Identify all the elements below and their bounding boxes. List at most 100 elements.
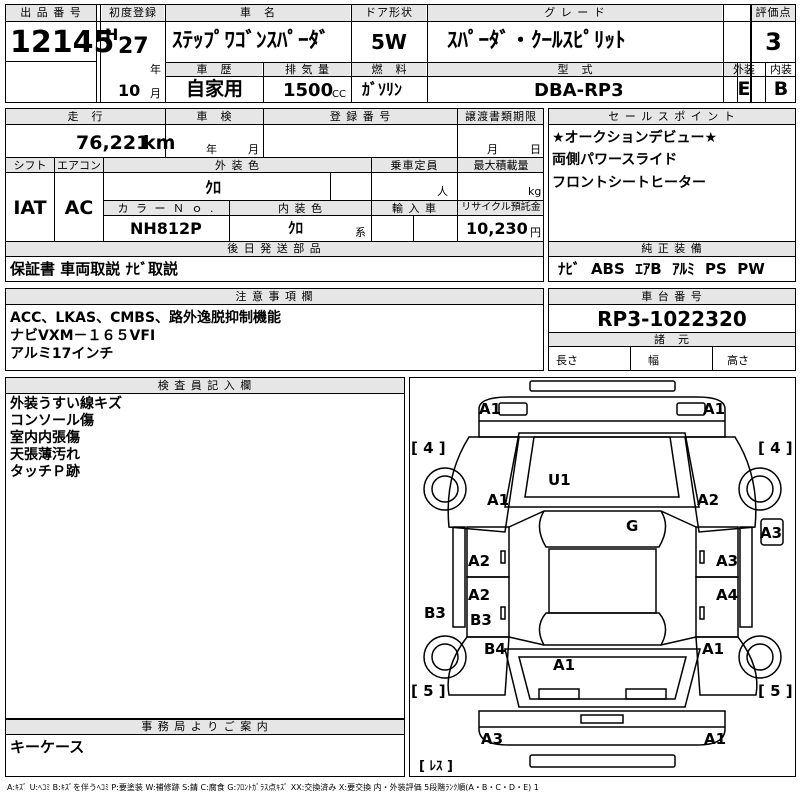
- fuel-label: 燃 料: [371, 63, 408, 76]
- car-name: ｽﾃｯﾌﾟﾜｺﾞﾝｽﾊﾟｰﾀﾞ: [172, 28, 330, 52]
- recycle-fee: 10,230: [466, 219, 528, 238]
- office-text: キーケース: [10, 738, 85, 756]
- mark-right-fender: A3: [760, 524, 783, 542]
- lot-label: 出 品 番 号: [20, 6, 82, 19]
- later-label: 後 日 発 送 部 品: [227, 242, 322, 255]
- inspector-line-3: 室内内張傷: [10, 430, 80, 446]
- mark-right-rear-door: A4: [716, 586, 739, 604]
- first-reg-label: 初度登録: [109, 6, 157, 19]
- lot-number: 12145: [10, 25, 115, 60]
- sales-label: セ ー ル ス ポ イ ン ト: [608, 110, 736, 123]
- capacity-label: 乗車定員: [390, 159, 439, 172]
- inspector-line-2: コンソール傷: [10, 413, 94, 429]
- office-label: 事 務 局 よ り ご 案 内: [141, 720, 269, 733]
- sales-point-section: [548, 108, 796, 282]
- mark-rear-left: A3: [481, 730, 504, 748]
- sales-line-1: ★オークションデビュー★: [552, 130, 718, 146]
- ac-label: エアコン: [57, 159, 101, 172]
- chassis-number: RP3-1022320: [597, 307, 747, 331]
- chassis-label: 車 台 番 号: [641, 290, 703, 303]
- recycle-label: リサイクル預託金: [461, 202, 541, 213]
- mileage: 76,221: [76, 132, 150, 154]
- notes-label: 注 意 事 項 欄: [235, 290, 314, 303]
- mark-left-quarter: B4: [484, 640, 506, 658]
- ac: AC: [64, 197, 94, 219]
- mark-tailgate: A1: [553, 656, 576, 674]
- import-label: 輸 入 車: [392, 202, 437, 215]
- length-label: 長さ: [556, 354, 578, 367]
- inspector-label: 検 査 員 記 入 欄: [157, 379, 253, 392]
- load-label: 最大積載量: [473, 159, 529, 172]
- mileage-label: 走 行: [67, 110, 104, 123]
- height-label: 高さ: [727, 354, 749, 367]
- yen-unit: 円: [530, 226, 541, 239]
- score-box: [751, 4, 796, 103]
- notes-line-1: ACC、LKAS、CMBS、路外逸脱抑制機能: [10, 310, 282, 326]
- spare-tire: [ ﾚｽ ]: [419, 759, 453, 774]
- exterior-grade: E: [737, 78, 751, 100]
- width-label: 幅: [648, 354, 659, 367]
- door-type: 5W: [371, 30, 407, 54]
- legend: A:ｷｽﾞ U:ﾍｺﾐ B:ｷｽﾞを伴うﾍｺﾐ P:要塗装 W:補修跡 S:錆 …: [7, 783, 539, 792]
- score-label: 評価点: [755, 6, 792, 19]
- mark-rear-right: A1: [704, 730, 727, 748]
- month-unit: 月: [150, 87, 161, 100]
- mark-front-left: A1: [479, 400, 502, 418]
- history: 自家用: [185, 78, 243, 100]
- exterior-label: 外装: [733, 63, 755, 76]
- first-reg-month: 10: [118, 81, 141, 100]
- mark-hood-left: A1: [487, 491, 510, 509]
- color-no-label: カ ラ ー Ｎ ｏ .: [117, 202, 216, 215]
- displacement-label: 排 気 量: [285, 63, 330, 76]
- transfer-day-unit: 日: [530, 143, 541, 156]
- equipment-items: ﾅﾋﾞ ABS ｴｱB ｱﾙﾐ PS PW: [558, 260, 765, 278]
- fuel: ｶﾞｿﾘﾝ: [362, 80, 403, 99]
- car-diagram-section: [409, 377, 796, 777]
- mark-roof: U1: [548, 471, 571, 489]
- car-diagram: [423, 380, 784, 768]
- sales-line-3: フロントシートヒーター: [552, 175, 706, 191]
- exterior-color: ｸﾛ: [205, 178, 222, 197]
- model: DBA-RP3: [534, 80, 624, 101]
- reg-label: 登 録 番 号: [329, 110, 392, 123]
- later-items: 保証書 車両取説 ﾅﾋﾞ取説: [10, 260, 178, 278]
- tire-rr: [ 5 ]: [758, 682, 793, 700]
- grade: ｽﾊﾟｰﾀﾞ・ｸｰﾙｽﾋﾟﾘｯﾄ: [447, 28, 626, 52]
- transfer-label: 譲渡書類期限: [465, 110, 537, 123]
- shift-label: シフト: [13, 159, 47, 172]
- grade-label: グ レ ー ド: [544, 6, 606, 19]
- model-label: 型 式: [557, 63, 594, 76]
- era: H: [105, 25, 119, 44]
- inspection-label: 車 検: [196, 110, 233, 123]
- capacity-unit: 人: [437, 185, 448, 198]
- interior-grade: B: [773, 78, 789, 100]
- inspector-line-1: 外装うすい線キズ: [10, 396, 122, 412]
- insp-year-unit: 年: [206, 143, 217, 156]
- inspector-section: [5, 377, 405, 719]
- sales-line-2: 両側パワースライド: [552, 152, 678, 168]
- interior-color: ｸﾛ: [288, 219, 304, 237]
- header-section: [5, 4, 751, 103]
- tire-rl: [ 5 ]: [411, 682, 446, 700]
- name-label: 車 名: [240, 6, 276, 19]
- mark-windshield: G: [626, 517, 639, 535]
- notes-section: [5, 288, 544, 371]
- mark-hood-right: A2: [697, 491, 720, 509]
- interior-color-label: 内 装 色: [278, 202, 323, 215]
- interior-label: 内装: [770, 63, 792, 76]
- mark-left-front-door: A2: [468, 552, 491, 570]
- inspector-line-4: 天張薄汚れ: [10, 447, 80, 463]
- chassis-section: [548, 288, 796, 371]
- mark-left-sill: B3: [424, 604, 446, 622]
- shift: IAT: [13, 197, 47, 219]
- color-no: NH812P: [130, 219, 202, 238]
- year-unit: 年: [150, 63, 161, 76]
- equipment-label: 純 正 装 備: [641, 242, 703, 255]
- mark-left-rear-door-b: B3: [470, 611, 492, 629]
- office-section: [5, 719, 405, 777]
- transfer-month-unit: 月: [487, 143, 498, 156]
- score: 3: [765, 28, 782, 56]
- notes-line-3: アルミ17インチ: [10, 346, 114, 362]
- inspector-line-5: タッチＰ跡: [10, 464, 80, 480]
- displacement: 1500: [283, 80, 334, 101]
